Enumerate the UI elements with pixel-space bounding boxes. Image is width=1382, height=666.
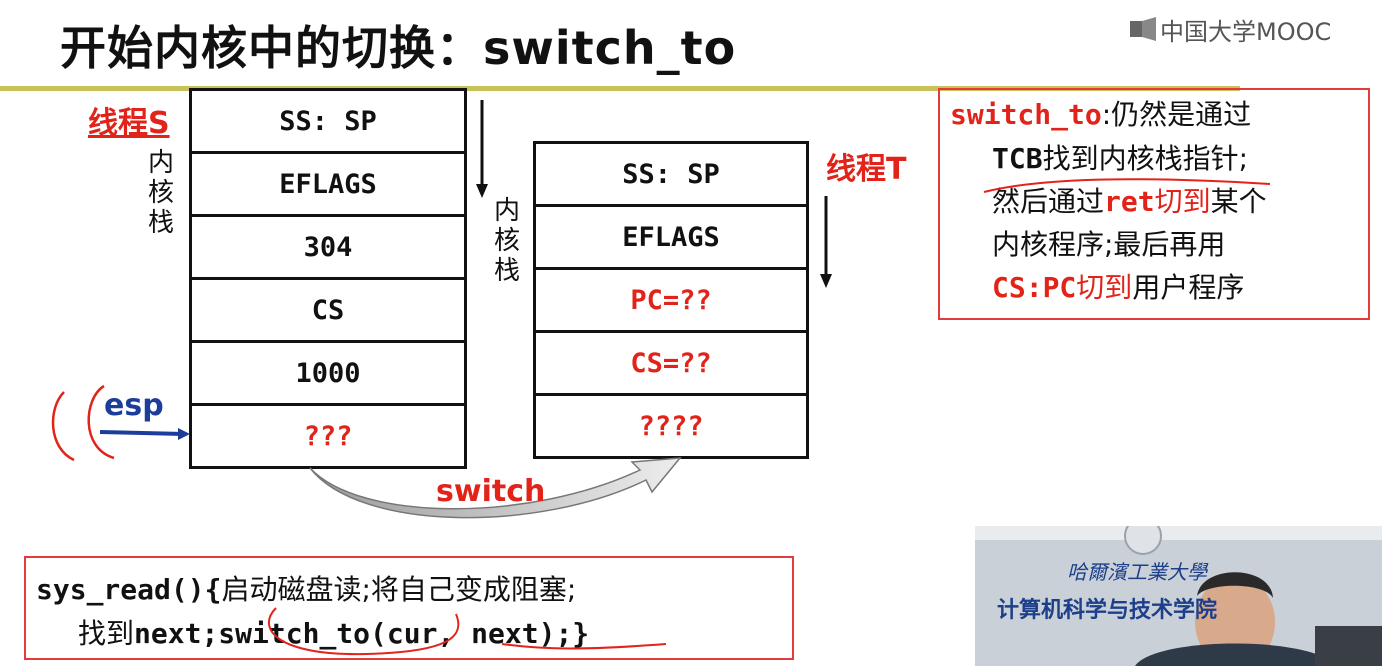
thread-s-label: 线程S (88, 106, 170, 141)
stack-cell: PC=?? (536, 270, 806, 333)
note-line-5: CS:PC切到用户程序 (992, 271, 1244, 305)
lecturer-video-frame (975, 526, 1382, 666)
side-char: 核 (147, 178, 174, 208)
note-text: :仍然是通过 (1101, 98, 1252, 131)
stack-cell: 304 (192, 217, 464, 280)
kernel-stack-t: SS: SP EFLAGS PC=?? CS=?? ???? (533, 141, 809, 459)
stack-cell: ???? (638, 410, 704, 442)
note-line-2: TCB找到内核栈指针; (992, 142, 1248, 176)
note-line-1: switch_to:仍然是通过 (950, 98, 1251, 132)
note-text: 切到 (1154, 185, 1211, 218)
code-line-1: sys_read(){启动磁盘读;将自己变成阻塞; (36, 568, 576, 608)
switch-to-note: switch_to:仍然是通过 TCB找到内核栈指针; 然后通过ret切到某个 … (938, 88, 1370, 320)
side-char: 栈 (147, 208, 174, 238)
code-text: 启动磁盘读;将自己变成阻塞; (221, 573, 577, 606)
code-text: sys_read(){ (36, 573, 222, 606)
note-text: 用户程序 (1132, 271, 1245, 304)
stack-cell: 1000 (192, 343, 464, 406)
stack-cell: ??? (303, 420, 353, 452)
note-text: 切到 (1076, 271, 1133, 304)
note-code: switch_to (950, 98, 1102, 131)
stack-growth-arrow (476, 100, 488, 198)
note-code: TCB (992, 142, 1043, 175)
switch-label: switch (436, 474, 546, 509)
sys-read-code: sys_read(){启动磁盘读;将自己变成阻塞; 找到next;switch_… (24, 556, 794, 660)
note-line-3: 然后通过ret切到某个 (992, 185, 1267, 219)
side-char: 栈 (493, 256, 520, 286)
stack-cell: EFLAGS (536, 207, 806, 270)
note-text: 某个 (1210, 185, 1267, 218)
mooc-logo: 中国大学MOOC (1130, 12, 1331, 46)
mooc-logo-icon (1130, 17, 1156, 41)
page-title: 开始内核中的切换：switch_to (60, 21, 737, 75)
note-text: 找到内核栈指针; (1042, 142, 1249, 175)
stack-cell: CS (192, 280, 464, 343)
stack-cell: CS=?? (536, 333, 806, 396)
department-sign: 计算机科学与技术学院 (997, 598, 1218, 623)
university-sign: 哈爾濱工業大學 (1067, 560, 1207, 584)
lecturer-video: 哈爾濱工業大學 计算机科学与技术学院 (975, 526, 1382, 666)
stack-cell: EFLAGS (192, 154, 464, 217)
note-code: ret (1104, 185, 1155, 218)
note-underline-scribble (983, 178, 1271, 193)
side-char: 内 (147, 148, 174, 178)
side-char: 核 (493, 226, 520, 256)
stack-s-side-label: 内 核 栈 (146, 148, 176, 238)
side-char: 内 (493, 196, 520, 226)
note-code: CS:PC (992, 271, 1077, 304)
code-text: 找到 (78, 617, 135, 650)
note-text: 然后通过 (992, 185, 1105, 218)
stack-growth-arrow (820, 196, 832, 288)
logo-text: 中国大学MOOC (1160, 17, 1332, 46)
thread-t-label: 线程T (826, 152, 907, 187)
stack-t-side-label: 内 核 栈 (492, 196, 522, 286)
esp-pointer-arrow (51, 384, 190, 462)
kernel-stack-s: SS: SP EFLAGS 304 CS 1000 ??? (189, 88, 467, 469)
title-divider (0, 86, 1240, 91)
stack-cell: SS: SP (192, 91, 464, 154)
code-annotation-scribble (267, 607, 667, 656)
switch-arrow (309, 457, 682, 519)
esp-label: esp (104, 388, 164, 423)
stack-cell: SS: SP (536, 144, 806, 207)
note-line-4: 内核程序;最后再用 (992, 228, 1226, 261)
